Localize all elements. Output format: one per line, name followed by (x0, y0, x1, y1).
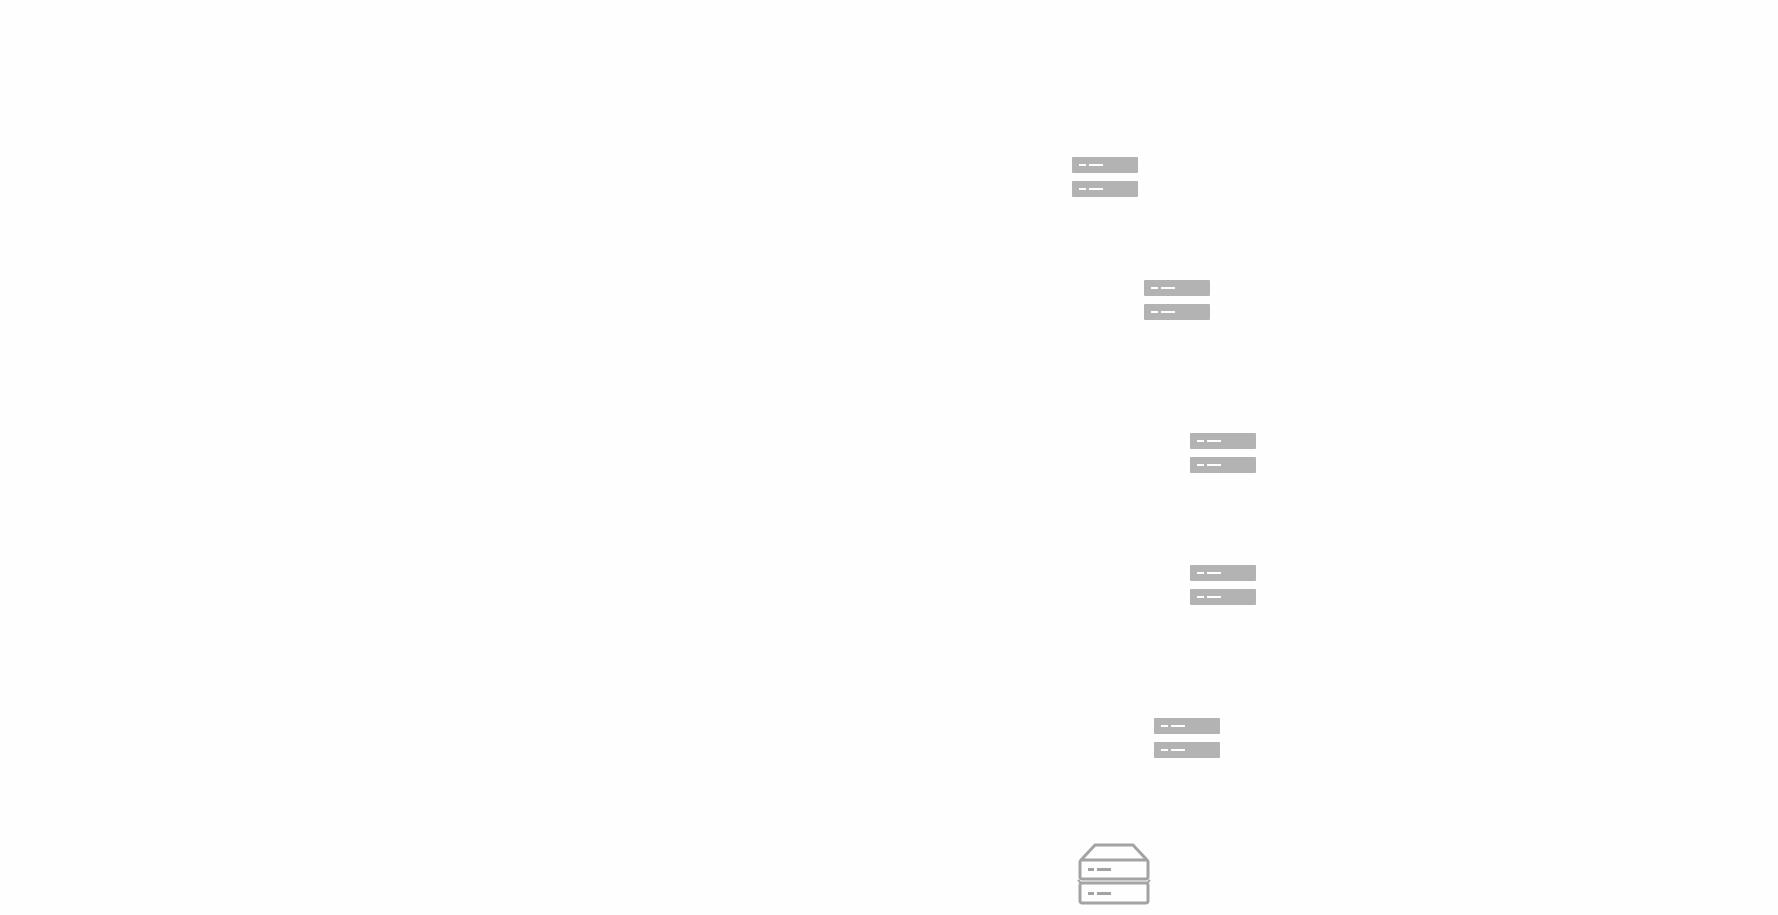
storage-device-icon[interactable] (1077, 843, 1151, 905)
server-rack-icon (1190, 565, 1256, 581)
server-rack-icon (1190, 457, 1256, 473)
server-rack-icon (1190, 589, 1256, 605)
server-stack-2[interactable] (1144, 280, 1210, 321)
server-rack-icon (1072, 157, 1138, 173)
server-stack-1[interactable] (1072, 157, 1138, 198)
server-rack-icon (1144, 304, 1210, 320)
server-rack-icon (1190, 433, 1256, 449)
server-rack-icon (1072, 181, 1138, 197)
server-stack-3[interactable] (1190, 433, 1256, 474)
server-rack-icon (1154, 742, 1220, 758)
server-rack-icon (1144, 280, 1210, 296)
server-stack-4[interactable] (1190, 565, 1256, 606)
server-rack-icon (1154, 718, 1220, 734)
server-stack-5[interactable] (1154, 718, 1220, 759)
